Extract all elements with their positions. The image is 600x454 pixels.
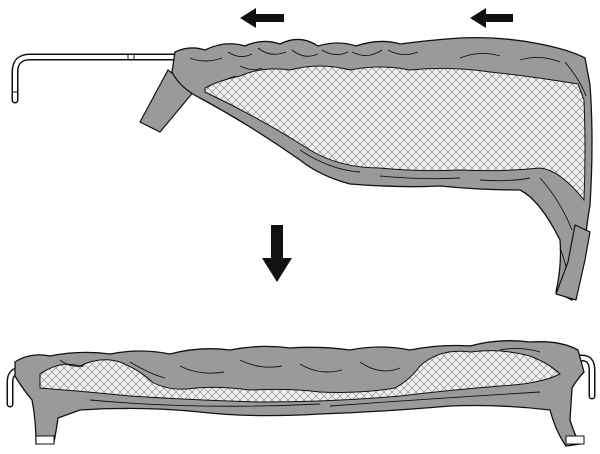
foot-cap-left <box>36 436 54 444</box>
foot-cap-right <box>566 436 584 444</box>
frame-rail-left <box>12 54 178 100</box>
arrow-left-icon <box>470 8 513 28</box>
arrow-left-icon <box>240 8 284 28</box>
step-1-cover-pulling <box>12 8 592 300</box>
arrow-down-icon <box>262 225 292 282</box>
step-2-cover-fitted <box>10 341 592 446</box>
